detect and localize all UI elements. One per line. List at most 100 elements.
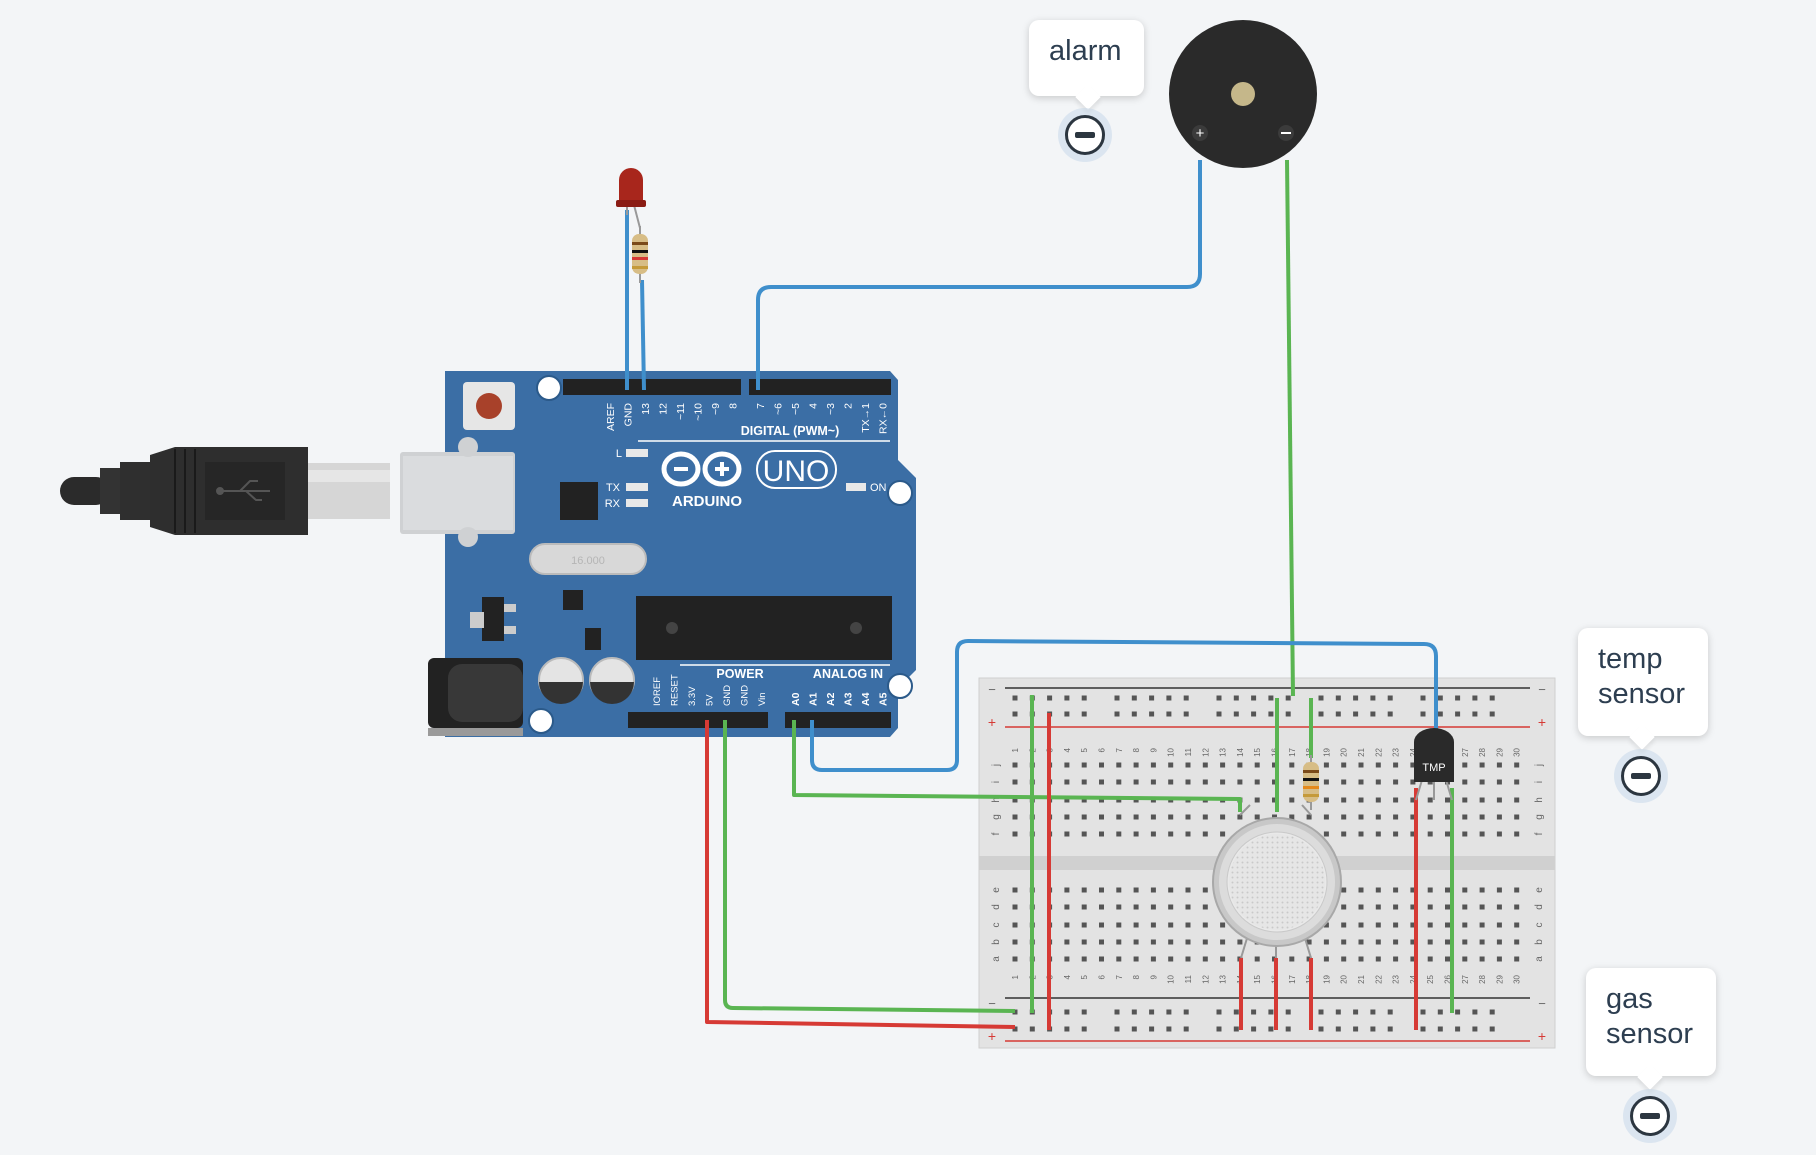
bb-hole[interactable] — [1216, 1026, 1222, 1032]
bb-hole[interactable] — [1099, 887, 1104, 893]
bb-hole[interactable] — [1233, 711, 1239, 717]
bb-hole[interactable] — [1455, 711, 1461, 717]
bb-hole[interactable] — [1514, 887, 1520, 893]
bb-hole[interactable] — [1375, 797, 1381, 803]
bb-hole[interactable] — [1375, 904, 1381, 910]
bb-hole[interactable] — [1099, 797, 1104, 803]
bb-hole[interactable] — [1318, 711, 1324, 717]
bb-hole[interactable] — [1410, 922, 1416, 928]
bb-hole[interactable] — [1427, 814, 1433, 820]
bb-hole[interactable] — [1514, 762, 1520, 768]
bb-hole[interactable] — [1064, 814, 1070, 820]
bb-hole[interactable] — [1064, 779, 1070, 785]
bb-hole[interactable] — [1445, 887, 1450, 893]
bb-hole[interactable] — [1168, 904, 1174, 910]
bb-hole[interactable] — [1012, 831, 1018, 837]
bb-hole[interactable] — [1029, 1026, 1035, 1032]
bb-hole[interactable] — [1462, 956, 1468, 962]
bb-hole[interactable] — [1064, 797, 1070, 803]
bb-hole[interactable] — [1114, 1009, 1120, 1015]
bb-hole[interactable] — [1116, 904, 1122, 910]
bb-hole[interactable] — [1114, 711, 1120, 717]
bb-hole[interactable] — [1149, 711, 1155, 717]
bb-hole[interactable] — [1445, 904, 1450, 910]
bb-hole[interactable] — [1064, 956, 1070, 962]
bb-hole[interactable] — [1514, 814, 1520, 820]
bb-hole[interactable] — [1099, 762, 1104, 768]
bb-hole[interactable] — [1168, 887, 1174, 893]
arduino-uno-board[interactable]: 16.000 L TX RX ON — [400, 371, 916, 737]
bb-hole[interactable] — [1216, 711, 1222, 717]
bb-hole[interactable] — [1116, 956, 1122, 962]
bb-hole[interactable] — [1341, 797, 1347, 803]
bb-hole[interactable] — [1462, 762, 1468, 768]
bb-hole[interactable] — [1133, 814, 1139, 820]
bb-hole[interactable] — [1341, 939, 1347, 945]
bb-hole[interactable] — [1489, 695, 1495, 701]
bb-hole[interactable] — [1251, 711, 1257, 717]
bb-hole[interactable] — [1455, 1009, 1461, 1015]
bb-hole[interactable] — [1341, 887, 1347, 893]
bb-hole[interactable] — [1393, 904, 1399, 910]
bb-hole[interactable] — [1133, 779, 1139, 785]
bb-hole[interactable] — [1318, 1009, 1324, 1015]
bb-hole[interactable] — [1133, 904, 1139, 910]
bb-hole[interactable] — [1254, 814, 1260, 820]
bb-hole[interactable] — [1393, 797, 1399, 803]
bb-hole[interactable] — [1420, 711, 1426, 717]
bb-hole[interactable] — [1514, 797, 1520, 803]
bb-hole[interactable] — [1496, 956, 1502, 962]
bb-hole[interactable] — [1323, 797, 1329, 803]
bb-hole[interactable] — [1479, 814, 1485, 820]
wire-tmp-a1[interactable] — [810, 639, 1438, 772]
bb-hole[interactable] — [1358, 887, 1364, 893]
bb-hole[interactable] — [1306, 939, 1312, 945]
bb-hole[interactable] — [1133, 939, 1139, 945]
bb-hole[interactable] — [1254, 779, 1260, 785]
bb-hole[interactable] — [1410, 797, 1416, 803]
bb-hole[interactable] — [1479, 762, 1485, 768]
bb-hole[interactable] — [1514, 831, 1520, 837]
bb-hole[interactable] — [1496, 831, 1502, 837]
bb-hole[interactable] — [1455, 695, 1461, 701]
bb-hole[interactable] — [1445, 939, 1450, 945]
bb-hole[interactable] — [1081, 695, 1087, 701]
bb-hole[interactable] — [1237, 939, 1243, 945]
bb-hole[interactable] — [1185, 956, 1191, 962]
bb-hole[interactable] — [1081, 939, 1087, 945]
alarm-callout[interactable]: alarm — [1029, 20, 1144, 96]
bb-hole[interactable] — [1149, 1026, 1155, 1032]
bb-hole[interactable] — [1183, 711, 1189, 717]
bb-hole[interactable] — [1233, 695, 1239, 701]
gas-sensor-callout[interactable]: gas sensor — [1586, 968, 1716, 1076]
bb-hole[interactable] — [1251, 1026, 1257, 1032]
bb-hole[interactable] — [1150, 779, 1156, 785]
bb-hole[interactable] — [1387, 711, 1393, 717]
bb-hole[interactable] — [1149, 695, 1155, 701]
bb-hole[interactable] — [1012, 814, 1018, 820]
bb-hole[interactable] — [1149, 1009, 1155, 1015]
bb-hole[interactable] — [1285, 1026, 1291, 1032]
bb-hole[interactable] — [1445, 831, 1450, 837]
bb-hole[interactable] — [1114, 695, 1120, 701]
bb-hole[interactable] — [1150, 922, 1156, 928]
bb-hole[interactable] — [1254, 797, 1260, 803]
bb-hole[interactable] — [1496, 779, 1502, 785]
alarm-collapse-button[interactable] — [1065, 115, 1105, 155]
bb-hole[interactable] — [1099, 956, 1104, 962]
bb-hole[interactable] — [1116, 831, 1122, 837]
bb-hole[interactable] — [1081, 922, 1087, 928]
bb-hole[interactable] — [1272, 797, 1277, 803]
red-led[interactable] — [616, 168, 646, 229]
bb-hole[interactable] — [1445, 922, 1450, 928]
temp-collapse-button[interactable] — [1621, 756, 1661, 796]
bb-hole[interactable] — [1375, 939, 1381, 945]
bb-hole[interactable] — [1393, 779, 1399, 785]
bb-hole[interactable] — [1099, 831, 1104, 837]
bb-hole[interactable] — [1455, 1026, 1461, 1032]
wire-5v[interactable] — [705, 720, 1016, 1029]
bb-hole[interactable] — [1185, 887, 1191, 893]
wire-buzzer-gnd[interactable] — [1285, 159, 1295, 697]
wire-led-13[interactable] — [640, 279, 646, 391]
